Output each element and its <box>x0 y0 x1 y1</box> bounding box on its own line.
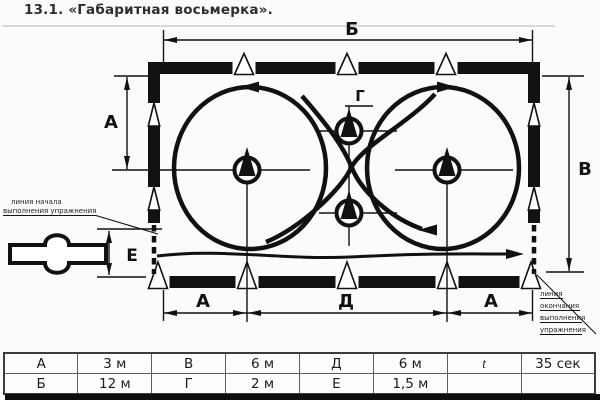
arrow-exit <box>506 249 524 259</box>
label-dim-right: В <box>578 159 592 180</box>
arrow-crossing <box>418 224 437 236</box>
right-boundary <box>527 62 541 223</box>
start-line-annotation: линия начала выполнения упражнения <box>3 198 159 235</box>
label-entry-gap: Е <box>126 246 138 266</box>
table-cell: В <box>151 352 227 374</box>
label-dim-bottom-left: А <box>196 291 210 312</box>
figure-eight-path <box>156 84 522 259</box>
cone-left <box>112 147 310 322</box>
table-cell: Г <box>151 373 227 395</box>
table-cell: t <box>446 352 522 374</box>
table-cell: 3 м <box>77 352 153 374</box>
table-cell: 35 сек <box>520 352 596 374</box>
table-cell <box>520 373 596 395</box>
table-cell <box>446 373 522 395</box>
cone-gate-bottom <box>319 190 397 228</box>
table-cell: Б <box>3 373 79 395</box>
label-dim-bottom-right: А <box>484 291 498 312</box>
table-cell: 12 м <box>77 373 153 395</box>
start-line-text-2: выполнения упражнения <box>3 207 96 215</box>
motorcycle-icon <box>8 233 108 275</box>
table-cell: Д <box>299 352 374 374</box>
dimensions-table: А 3 м В 6 м Д 6 м t 35 сек Б 12 м Г 2 м … <box>3 352 596 395</box>
crossing-diagonal-2 <box>265 92 437 245</box>
finish-line-text-3: выполнения <box>540 314 585 322</box>
label-gate: Г <box>355 87 365 105</box>
table-cell: Е <box>299 373 374 395</box>
page-title: 13.1. «Габаритная восьмерка». <box>24 2 273 18</box>
finish-line-text-4: упражнения <box>540 326 586 334</box>
table-cell: 1,5 м <box>372 373 448 395</box>
table-cell: А <box>3 352 79 374</box>
finish-line-text-1: линия <box>540 290 562 298</box>
top-boundary <box>148 51 540 76</box>
table-cell: 6 м <box>372 352 448 374</box>
table-row: А 3 м В 6 м Д 6 м t 35 сек <box>3 352 596 374</box>
arrow-left-loop <box>240 81 259 93</box>
left-boundary <box>147 62 161 223</box>
cone-markers <box>112 106 513 322</box>
bottom-boundary <box>146 259 543 290</box>
bottom-edge-bar <box>5 394 600 400</box>
entry-exit-line <box>156 251 509 259</box>
table-cell: 6 м <box>225 352 300 374</box>
cone-right <box>395 147 513 322</box>
table-cell: 2 м <box>225 373 300 395</box>
finish-line-text-2: окончания <box>540 302 579 310</box>
table-row: Б 12 м Г 2 м Е 1,5 м <box>3 373 596 395</box>
label-dim-left: А <box>104 112 118 133</box>
arrow-right-loop <box>437 81 456 93</box>
dimension-lines <box>97 30 584 321</box>
label-dim-top: Б <box>345 19 359 40</box>
label-dim-bottom-center: Д <box>338 291 354 312</box>
path-direction-arrows <box>240 81 524 259</box>
finish-line-annotation: линия окончания выполнения упражнения <box>536 274 597 336</box>
exercise-diagram: Б А В Г Е А Д А линия начала выполнения … <box>2 19 597 336</box>
start-line-text-1: линия начала <box>11 198 62 206</box>
